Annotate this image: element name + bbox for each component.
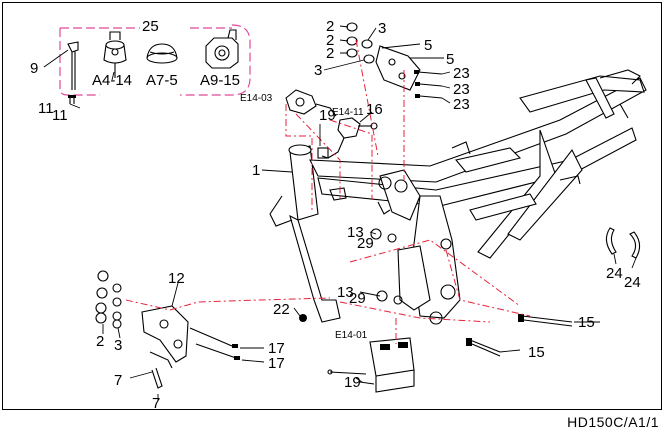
engine-mount-bracket	[379, 169, 421, 221]
label-5-b: 5	[446, 51, 454, 68]
label-a4-14: A4-14	[92, 72, 132, 89]
rear-top-bracket-group	[346, 22, 443, 99]
label-16: 16	[366, 101, 383, 118]
label-22: 22	[273, 301, 290, 318]
label-7-a: 7	[114, 372, 122, 389]
label-12: 12	[168, 270, 185, 287]
label-7-b: 7	[152, 395, 160, 412]
part-plug-cap	[317, 147, 329, 159]
label-24-a: 24	[606, 265, 623, 282]
motorcycle-frame	[269, 69, 647, 325]
label-15-b: 15	[528, 344, 545, 361]
label-17-b: 17	[268, 355, 285, 372]
label-24-b: 24	[624, 274, 641, 291]
label-11-upper: 11	[38, 100, 54, 117]
cross-member-lower	[469, 193, 537, 221]
part-a9-lock	[205, 29, 239, 69]
part-5-bracket	[375, 45, 421, 91]
accessory-group	[59, 24, 251, 104]
label-23-a: 23	[453, 65, 470, 82]
part-11-bolts	[68, 95, 76, 104]
part-9-bracket	[67, 41, 79, 90]
front-down-tube	[289, 214, 341, 323]
label-9: 9	[30, 60, 38, 77]
label-23-b: 23	[453, 81, 470, 98]
label-11-lower: 11	[52, 107, 68, 124]
label-e14-01: E14-01	[335, 330, 368, 341]
accessory-group-outline-left	[59, 28, 100, 96]
label-13-upper: 13	[347, 224, 364, 241]
label-e14-03: E14-03	[240, 93, 273, 104]
accessory-group-outline-right	[180, 24, 251, 96]
label-17-a: 17	[268, 340, 285, 357]
label-3-b: 3	[314, 62, 322, 79]
label-5-a: 5	[424, 37, 432, 54]
part-e14-03-unit	[285, 89, 317, 115]
label-2-d: 2	[96, 333, 104, 350]
lower-engine-plate	[397, 245, 431, 311]
part-e14-01-battery-box	[327, 337, 415, 393]
long-bolts-15	[466, 314, 573, 357]
label-19-bottom: 19	[344, 374, 361, 391]
label-3-c: 3	[114, 337, 122, 354]
small-hardware	[299, 228, 403, 322]
label-e14-11: E14-11	[332, 107, 364, 118]
drawing-border	[2, 2, 662, 410]
label-2-c: 2	[326, 45, 334, 62]
part-e14-11-coil	[337, 117, 361, 139]
assembly-lines	[125, 39, 531, 344]
label-15-a: 15	[578, 314, 595, 331]
label-1: 1	[252, 162, 260, 179]
label-13-lower: 13	[337, 284, 354, 301]
label-3-a: 3	[378, 20, 386, 37]
part-22-nut	[299, 314, 307, 322]
label-a9-15: A9-15	[200, 72, 240, 89]
label-29-upper: 29	[357, 235, 374, 252]
part-a7-cap	[146, 43, 178, 64]
label-29-lower: 29	[349, 290, 366, 307]
cross-member-upper	[454, 147, 522, 173]
wiring-parts	[285, 89, 378, 159]
label-23-c: 23	[453, 96, 470, 113]
drawing-code: HD150C/A1/1	[567, 414, 659, 430]
label-2-a: 2	[326, 18, 334, 35]
rear-subframe-loop	[519, 75, 645, 113]
label-25: 25	[142, 18, 159, 35]
label-19-top: 19	[319, 107, 336, 124]
label-2-b: 2	[326, 32, 334, 49]
part-a4-ignition-switch	[103, 31, 127, 78]
part-24-rubbers	[605, 227, 641, 259]
callout-labels: 25 9 11 11 A4-14 A7-5 A9-15 2 2 2 3 3 5 …	[30, 18, 641, 412]
leader-lines	[43, 25, 637, 400]
label-a7-5: A7-5	[146, 72, 178, 89]
